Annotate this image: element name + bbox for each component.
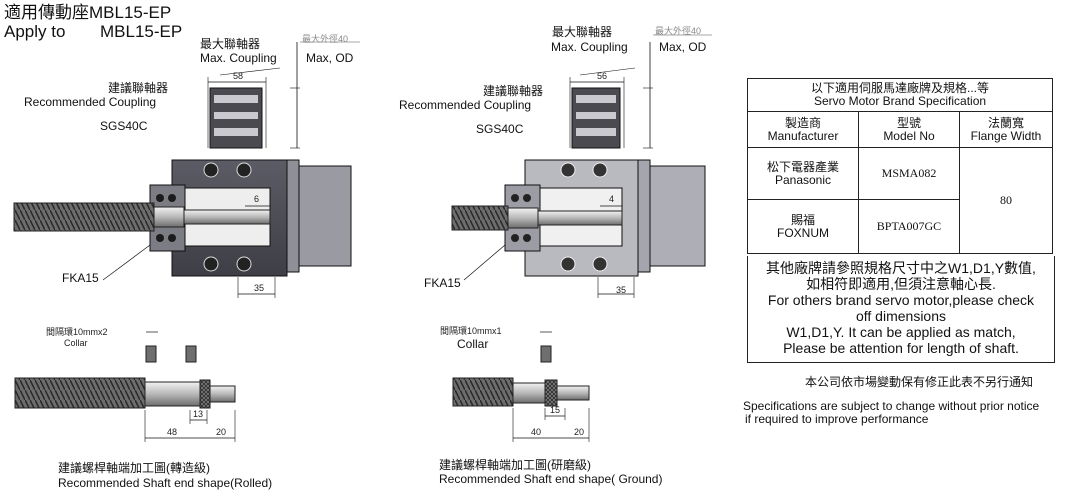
left-recommended-zh: 建議聯軸器 <box>108 81 169 95</box>
notice-en-2: if required to improve performance <box>745 412 929 426</box>
notice-en-1: Specifications are subject to change wit… <box>743 399 1040 413</box>
servo-spec-table: 以下適用伺服馬達廠牌及規格...等 Servo Motor Brand Spec… <box>747 78 1053 254</box>
right-recommended-en: Recommended Coupling <box>399 98 532 112</box>
left-recommended-en: Recommended Coupling <box>24 95 157 109</box>
note-line-4: off dimensions <box>855 308 946 324</box>
right-collar-en: Collar <box>457 337 489 351</box>
left-dim-48: 48 <box>167 427 178 437</box>
note-line-5: W1,D1,Y. It can be applied as match, <box>786 324 1016 340</box>
right-coupling-model: SGS40C <box>476 122 524 136</box>
right-recommended-zh: 建議聯軸器 <box>483 84 544 98</box>
col-flange: 法蘭寬 Flange Width <box>959 111 1053 148</box>
left-assembly <box>13 41 360 442</box>
notice-zh: 本公司依市場變動保有修正此表不另行通知 <box>805 375 1034 389</box>
compatibility-note: 其他廠牌請參照規格尺寸中之W1,D1,Y數值, 如相符即適用,但須注意軸心長. … <box>747 256 1055 363</box>
maker-cell: 松下電器產業 Panasonic <box>747 147 859 200</box>
note-line-3: For others brand servo motor,please chec… <box>767 292 1035 308</box>
right-max-od-en: Max, OD <box>659 40 707 54</box>
apply-to-label: Apply to <box>4 22 66 41</box>
left-dim-6: 6 <box>254 194 260 204</box>
right-dim-40: 40 <box>531 427 542 437</box>
col-manufacturer: 製造商 Manufacturer <box>747 111 859 148</box>
col-manufacturer-en: Manufacturer <box>767 128 839 143</box>
col-manufacturer-zh: 製造商 <box>784 115 821 130</box>
left-coupling-model: SGS40C <box>100 119 148 133</box>
right-shaft-title-en: Recommended Shaft end shape( Ground) <box>439 472 663 486</box>
right-dim-4: 4 <box>609 194 615 204</box>
right-assembly <box>451 34 712 442</box>
maker-zh: 松下電器產業 <box>766 159 839 174</box>
apply-to-model: MBL15-EP <box>100 22 183 41</box>
note-line-1: 其他廠牌請參照規格尺寸中之W1,D1,Y數值, <box>766 260 1036 276</box>
left-collar-zh: 間隔環10mmx2 <box>46 327 108 337</box>
left-max-od-en: Max, OD <box>306 51 354 65</box>
right-dim-20: 20 <box>574 427 585 437</box>
col-model: 型號 Model No <box>858 111 960 148</box>
left-dim-35: 35 <box>254 283 265 293</box>
left-max-coupling-zh: 最大聯軸器 <box>200 37 261 51</box>
left-max-coupling-en: Max. Coupling <box>200 51 277 65</box>
note-line-6: Please be attention for length of shaft. <box>783 340 1019 356</box>
col-model-zh: 型號 <box>896 115 921 130</box>
right-dim-15: 15 <box>550 405 561 415</box>
left-shaft-title-zh: 建議螺桿軸端加工圖(轉造級) <box>58 461 210 475</box>
right-dim-35: 35 <box>616 285 627 295</box>
table-row: 松下電器產業 Panasonic MSMA082 80 <box>747 147 1053 254</box>
left-shaft-title-en: Recommended Shaft end shape(Rolled) <box>58 476 273 490</box>
page-title-zh: 適用傳動座MBL15-EP <box>4 3 172 22</box>
maker-en: Panasonic <box>774 172 832 187</box>
col-model-en: Model No <box>883 128 935 143</box>
right-max-od-zh: 最大外徑40 <box>655 26 702 36</box>
left-dim-20: 20 <box>216 427 227 437</box>
table-row: 賜福 FOXNUM BPTA007GC <box>747 199 1053 254</box>
right-bearing-label: FKA15 <box>424 276 461 290</box>
left-collar-en: Collar <box>64 338 88 348</box>
model-cell: MSMA082 <box>858 147 960 200</box>
left-max-od-zh: 最大外徑40 <box>302 34 349 44</box>
right-shaft-title-zh: 建議螺桿軸端加工圖(研磨級) <box>439 458 591 472</box>
maker-en: FOXNUM <box>777 225 829 240</box>
col-flange-en: Flange Width <box>970 128 1042 143</box>
left-bearing-label: FKA15 <box>62 271 99 285</box>
maker-zh: 賜福 <box>790 212 815 227</box>
model-cell: BPTA007GC <box>858 199 960 254</box>
col-flange-zh: 法蘭寬 <box>987 115 1024 130</box>
right-collar-zh: 間隔環10mmx1 <box>440 326 502 336</box>
spec-header-en: Servo Motor Brand Specification <box>813 94 987 108</box>
note-line-2: 如相符即適用,但須注意軸心長. <box>806 276 996 292</box>
right-max-coupling-en: Max. Coupling <box>551 40 628 54</box>
spec-table-header: 以下適用伺服馬達廠牌及規格...等 Servo Motor Brand Spec… <box>747 78 1053 112</box>
spec-header-zh: 以下適用伺服馬達廠牌及規格...等 <box>810 81 989 95</box>
left-dim-58: 58 <box>233 71 244 81</box>
maker-cell: 賜福 FOXNUM <box>747 199 859 254</box>
flange-width-cell: 80 <box>959 147 1053 254</box>
left-dim-13: 13 <box>193 409 204 419</box>
right-dim-56: 56 <box>597 71 608 81</box>
right-max-coupling-zh: 最大聯軸器 <box>552 25 613 39</box>
